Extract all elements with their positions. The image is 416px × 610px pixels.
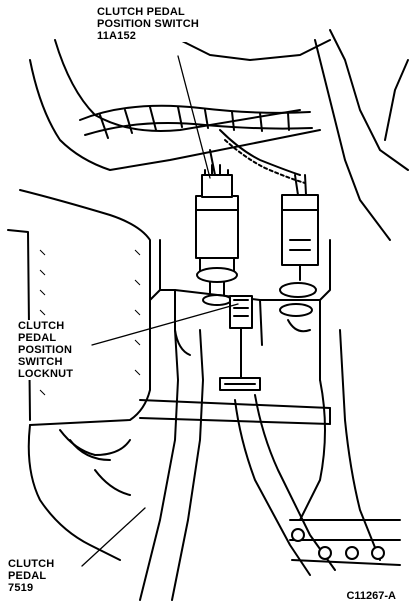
- dash-panel: [29, 29, 409, 241]
- leader-lines: [81, 55, 239, 567]
- locknut-label-line-1: CLUTCH: [18, 320, 65, 332]
- brake-switch-connector: [279, 174, 319, 333]
- locknut-assembly: [219, 295, 261, 391]
- locknut-label-line-3: POSITION: [18, 344, 73, 356]
- wiring-loom: [79, 104, 313, 184]
- brake-pedal-assembly: [289, 329, 401, 566]
- pedal-label-line-3: 7519: [8, 582, 34, 594]
- switch-label-line-1: CLUTCH PEDAL: [97, 6, 185, 18]
- locknut-label-line-5: LOCKNUT: [18, 368, 74, 380]
- clutch-pedal-position-switch-label: CLUTCH PEDAL POSITION SWITCH 11A152: [97, 6, 199, 42]
- clutch-pedal-arm: [139, 329, 336, 601]
- figure-id: C11267-A: [346, 590, 396, 602]
- pedal-label-line-1: CLUTCH: [8, 558, 55, 570]
- clutch-pedal-position-switch: [195, 164, 239, 306]
- cross-member: [139, 399, 331, 425]
- locknut-label-line-4: SWITCH: [18, 356, 63, 368]
- locknut-label-line-2: PEDAL: [18, 332, 57, 344]
- clutch-pedal-position-switch-locknut-label: CLUTCH PEDAL POSITION SWITCH LOCKNUT: [18, 320, 74, 380]
- switch-label-line-2: POSITION SWITCH: [97, 18, 199, 30]
- pedal-label-line-2: PEDAL: [8, 570, 47, 582]
- clutch-pedal-label: CLUTCH PEDAL 7519: [8, 558, 55, 594]
- switch-label-line-3: 11A152: [97, 30, 137, 42]
